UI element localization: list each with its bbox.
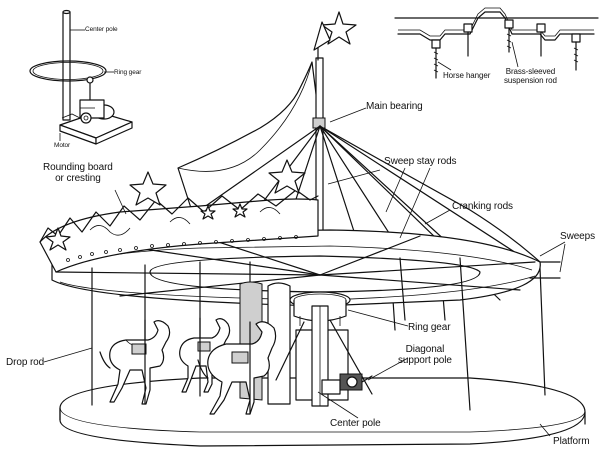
label-motor: Motor — [54, 142, 71, 149]
label-brass-line2: suspension rod — [504, 76, 557, 85]
leader-lines — [43, 107, 566, 437]
carousel-horses — [99, 317, 277, 415]
inset-motor-assembly — [29, 9, 133, 145]
label-diagonal-support-pole: Diagonal support pole — [398, 344, 452, 366]
label-rounding-board: Rounding board or cresting — [43, 162, 113, 184]
label-rounding-line2: or cresting — [55, 173, 101, 184]
inset-crank-shaft — [394, 7, 599, 79]
label-drop-rod: Drop rod — [6, 357, 45, 368]
label-brass-line1: Brass-sleeved — [505, 67, 556, 76]
label-diagonal-line1: Diagonal — [405, 344, 445, 355]
label-diagonal-line2: support pole — [398, 355, 452, 366]
rounding-board — [39, 159, 319, 273]
star-finial — [313, 11, 357, 61]
label-main-bearing: Main bearing — [366, 101, 423, 112]
label-horse-hanger: Horse hanger — [443, 71, 491, 80]
center-housing — [239, 281, 373, 407]
label-rounding-line1: Rounding board — [43, 162, 113, 173]
label-platform: Platform — [553, 436, 590, 447]
platform — [59, 377, 586, 447]
label-cranking-rods: Cranking rods — [452, 201, 513, 212]
label-brass-sleeved-rod: Brass-sleeved suspension rod — [504, 67, 557, 85]
label-sweeps: Sweeps — [560, 231, 595, 242]
label-ring-gear-inset: Ring gear — [114, 69, 142, 76]
label-ring-gear: Ring gear — [408, 322, 451, 333]
sweeps-frame — [51, 229, 561, 307]
label-center-pole-inset: Center pole — [85, 26, 118, 33]
label-center-pole: Center pole — [330, 418, 381, 429]
label-sweep-stay-rods: Sweep stay rods — [384, 156, 457, 167]
